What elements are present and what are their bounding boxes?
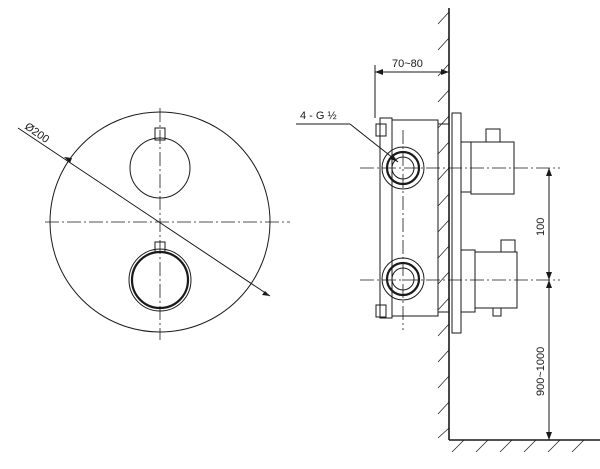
height-arrow-bottom	[546, 432, 552, 440]
diameter-dimension-line	[17, 127, 271, 297]
cover-plate-circle	[49, 111, 271, 333]
upper-handle-lever-side-icon	[485, 128, 501, 143]
spacing-label: 100	[535, 218, 547, 236]
wall	[437, 8, 450, 440]
lower-connection-inner-circle	[391, 267, 415, 291]
upper-connection-mid-circle	[385, 150, 421, 186]
connections-leader-arrow	[390, 155, 398, 162]
depth-dimension: 70~80	[374, 58, 449, 118]
cover-plate-side	[451, 112, 462, 334]
mounting-body	[375, 117, 449, 319]
lower-handle-lever-side-icon	[500, 239, 516, 253]
side-view: 70~80 4 - G ½ 100 900~1000	[296, 8, 600, 453]
depth-arrow-left	[375, 69, 383, 75]
upper-handle	[129, 127, 191, 199]
upper-handle-lever-icon	[154, 127, 166, 141]
body-bottom-tab	[375, 304, 387, 318]
body-top-tab	[375, 123, 387, 137]
height-arrow-top	[546, 280, 552, 288]
lower-connection-outer-circle	[381, 257, 425, 301]
height-label: 900~1000	[535, 347, 547, 396]
lower-handle-side	[460, 239, 518, 317]
depth-arrow-right	[441, 69, 449, 75]
connections-leader-line	[349, 123, 399, 163]
spacing-arrow-bottom	[546, 272, 552, 280]
diameter-arrow-start	[64, 157, 72, 163]
upper-handle-side	[460, 128, 515, 195]
diameter-arrow-end	[262, 291, 270, 296]
lower-handle-spout-icon	[492, 307, 502, 317]
connections-label: 4 - G ½	[300, 110, 337, 122]
upper-handle-circle	[129, 137, 191, 199]
upper-connection-inner-circle	[391, 156, 415, 180]
lower-handle-outer-circle	[128, 248, 192, 312]
lower-connection-mid-circle	[385, 261, 421, 297]
wall-hatching	[437, 11, 450, 439]
diameter-label: Ø200	[22, 121, 51, 146]
body-flange	[379, 117, 393, 319]
lower-handle-escutcheon	[460, 249, 476, 313]
depth-label: 70~80	[392, 58, 423, 70]
floor	[449, 439, 600, 453]
upper-connection-outer-circle	[381, 146, 425, 190]
upper-connection	[381, 146, 425, 190]
vertical-dimensions: 100 900~1000	[535, 168, 552, 440]
front-view: Ø200	[17, 108, 290, 340]
floor-hatching	[451, 439, 585, 453]
lower-handle-lever-icon	[154, 241, 166, 253]
spacing-arrow-top	[546, 168, 552, 176]
lower-handle	[128, 241, 192, 312]
upper-handle-escutcheon	[460, 141, 472, 193]
connections-leader: 4 - G ½	[296, 110, 399, 163]
body-housing	[391, 119, 439, 317]
lower-connection	[381, 257, 425, 301]
